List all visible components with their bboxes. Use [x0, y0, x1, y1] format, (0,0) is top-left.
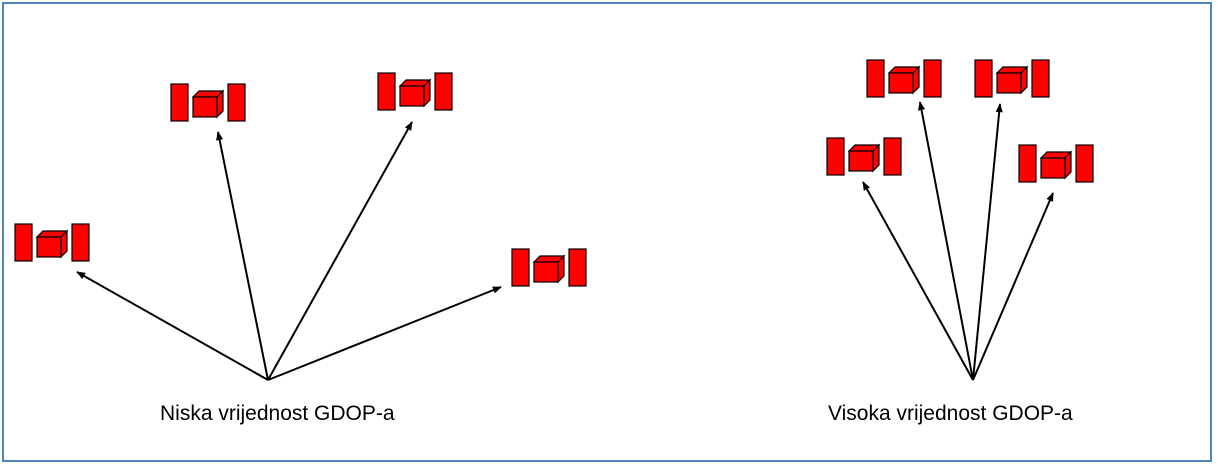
arrow: [267, 286, 502, 381]
satellite-icon: [866, 59, 942, 98]
low-gdop-caption: Niska vrijednost GDOP-a: [160, 402, 395, 425]
satellite-icon: [14, 223, 90, 262]
satellite-icon: [511, 248, 587, 287]
high-gdop-caption: Visoka vrijednost GDOP-a: [828, 402, 1073, 425]
arrow: [216, 131, 269, 381]
arrow: [267, 121, 413, 381]
high-gdop-panel: [826, 59, 1094, 381]
satellite-icon: [377, 72, 453, 111]
satellite-icon: [170, 83, 246, 122]
arrow: [76, 271, 269, 381]
low-gdop-panel: [14, 72, 587, 381]
arrow: [972, 192, 1054, 381]
satellite-icon: [826, 137, 902, 176]
satellite-icon: [1018, 144, 1094, 183]
arrow: [862, 181, 974, 381]
arrow: [917, 101, 974, 381]
satellite-icon: [974, 59, 1050, 98]
arrow: [972, 103, 1003, 381]
